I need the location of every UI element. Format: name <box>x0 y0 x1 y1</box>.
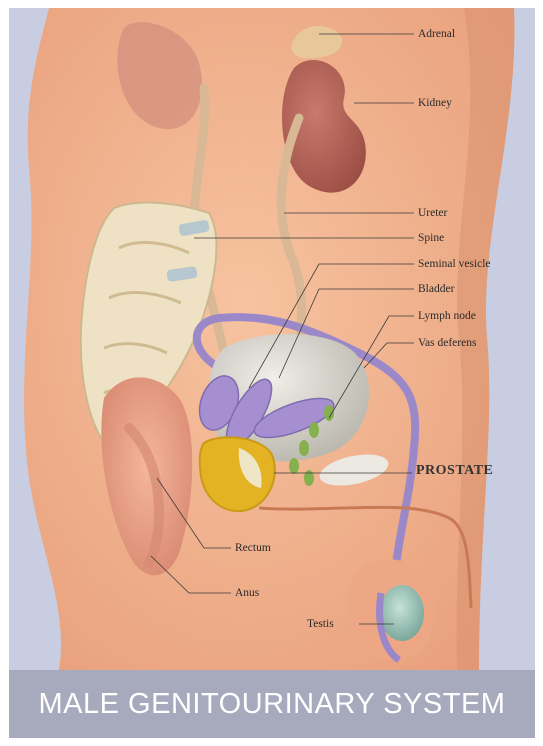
label-prostate: PROSTATE <box>416 465 493 477</box>
label-lymph-node: Lymph node <box>418 310 476 322</box>
label-bladder: Bladder <box>418 283 454 295</box>
testis <box>380 585 424 641</box>
figure-caption: MALE GENITOURINARY SYSTEM <box>39 688 506 721</box>
label-vas-deferens: Vas deferens <box>418 337 476 349</box>
label-spine: Spine <box>418 232 444 244</box>
label-anus: Anus <box>235 587 259 599</box>
caption-bar: MALE GENITOURINARY SYSTEM <box>9 670 535 738</box>
label-kidney: Kidney <box>418 97 452 109</box>
label-ureter: Ureter <box>418 207 447 219</box>
label-adrenal: Adrenal <box>418 28 455 40</box>
anatomy-illustration: Adrenal Kidney Ureter Spine Seminal vesi… <box>9 8 535 670</box>
label-testis: Testis <box>307 618 334 630</box>
label-seminal-vesicle: Seminal vesicle <box>418 258 491 270</box>
label-rectum: Rectum <box>235 542 271 554</box>
